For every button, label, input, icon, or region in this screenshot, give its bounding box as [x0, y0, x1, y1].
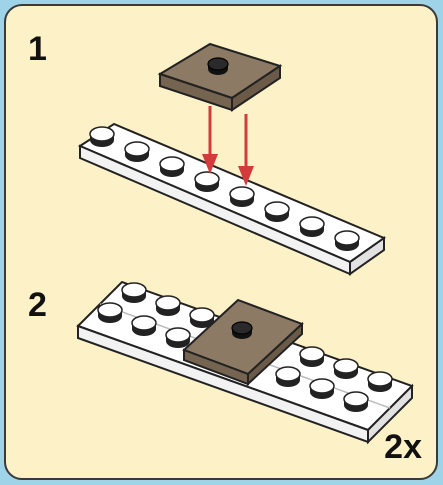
instruction-illustration [76, 42, 414, 445]
instruction-panel: 1 2 2x [4, 4, 438, 480]
step-number-1: 1 [28, 30, 47, 68]
multiplier-label: 2x [384, 428, 422, 466]
step1-tan-tile [157, 42, 283, 112]
step2-tan-tile [182, 298, 304, 387]
step1-white-plate [77, 122, 387, 276]
placement-arrows [202, 106, 254, 186]
step-number-2: 2 [28, 286, 47, 324]
